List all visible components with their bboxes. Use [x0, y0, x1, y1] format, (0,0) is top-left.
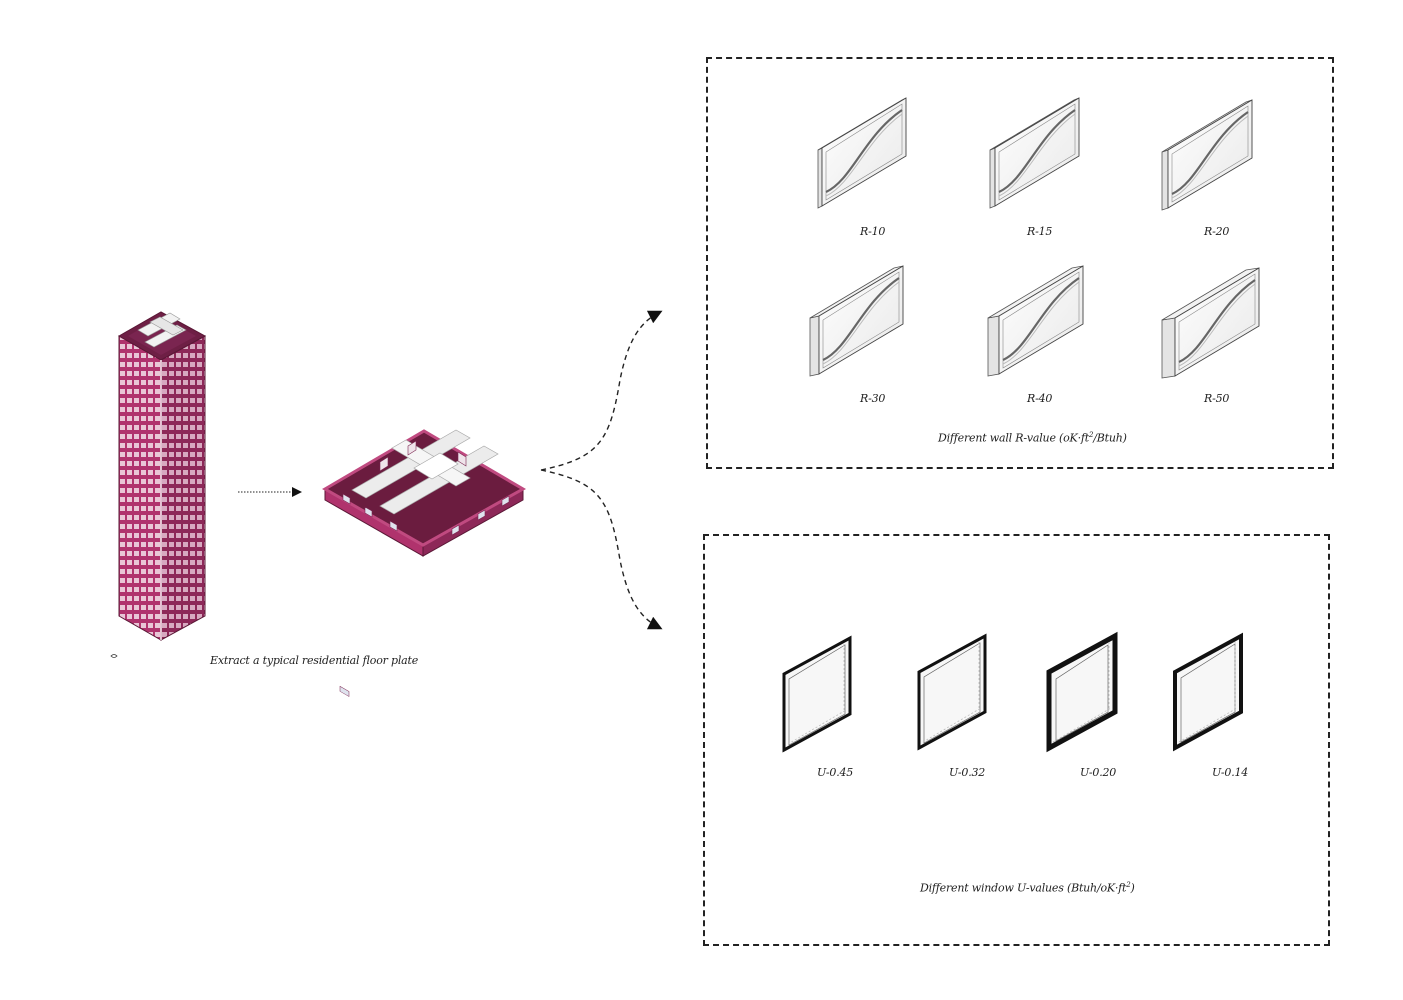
- wall-panel: [1161, 267, 1260, 379]
- wall-caption-sup: 2: [1088, 431, 1094, 439]
- wall-caption-text: Different wall R-value (oK·ft: [938, 431, 1089, 445]
- wall-label: R-10: [860, 225, 886, 238]
- window-caption-sup: 2: [1126, 881, 1131, 889]
- wall-panel: [817, 97, 907, 209]
- arrow-to-window: [540, 469, 663, 630]
- wall-caption-tail: /Btuh): [1093, 431, 1127, 445]
- wall-options-box: [706, 57, 1334, 469]
- window-panel: [782, 635, 852, 753]
- window-options-box: [703, 534, 1330, 946]
- window-panel: [917, 633, 987, 751]
- wall-panel: [1161, 99, 1253, 211]
- window-label: U-0.45: [817, 766, 854, 779]
- window-caption-tail: ): [1130, 881, 1135, 895]
- wall-label: R-30: [860, 392, 886, 405]
- wall-panel: [989, 97, 1080, 209]
- wall-label: R-40: [1027, 392, 1053, 405]
- extract-caption: Extract a typical residential floor plat…: [210, 654, 419, 667]
- arrow-to-wall: [540, 310, 663, 471]
- window-label: U-0.14: [1212, 766, 1249, 779]
- window-panels: [782, 631, 1243, 753]
- tower-illustration: [117, 311, 207, 641]
- wall-label: R-50: [1204, 392, 1230, 405]
- window-caption-text: Different window U-values (Btuh/oK·ft: [920, 881, 1127, 895]
- window-caption: Different window U-values (Btuh/oK·ft2): [920, 881, 1135, 895]
- window-label: U-0.20: [1080, 766, 1117, 779]
- floor-plate-illustration: [322, 429, 527, 697]
- wall-label: R-20: [1204, 225, 1230, 238]
- window-panel: [1046, 631, 1118, 753]
- north-mark-icon: [110, 654, 118, 658]
- wall-panels: [809, 97, 1260, 379]
- wall-panel: [809, 265, 904, 377]
- window-label: U-0.32: [949, 766, 986, 779]
- wall-caption: Different wall R-value (oK·ft2/Btuh): [938, 431, 1127, 445]
- window-panel: [1173, 632, 1243, 752]
- wall-panel: [987, 265, 1084, 377]
- wall-label: R-15: [1027, 225, 1053, 238]
